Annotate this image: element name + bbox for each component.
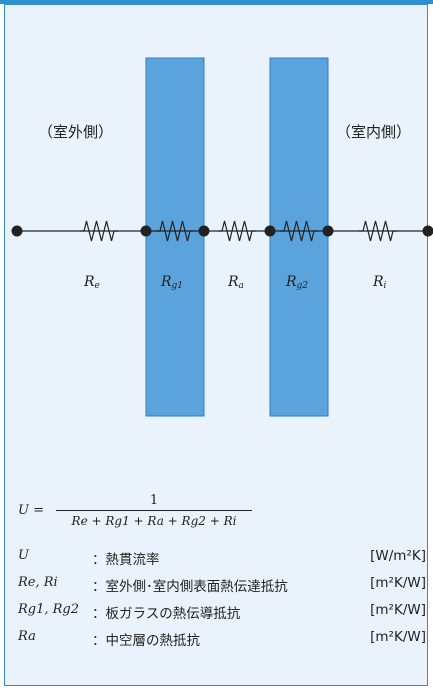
definition-symbol: Ra: [18, 629, 36, 644]
outside-label: （室外側）: [38, 123, 113, 141]
node-inside: [422, 225, 433, 237]
definition-row: Re, Ri ：室外側･室内側表面熱伝達抵抗 [m²K/W]: [18, 575, 426, 602]
equation-fraction: 1 Re + Rg1 + Ra + Rg2 + Ri: [56, 493, 252, 528]
thermal-resistance-diagram: （室外側） （室内側） Re Rg1 Ra Rg2 Ri: [11, 57, 433, 417]
resistor-ri: [359, 220, 397, 242]
fraction-bar: [56, 510, 252, 511]
node-glass2-outer: [264, 225, 276, 237]
definition-unit: [m²K/W]: [370, 602, 426, 618]
label-re: Re: [83, 274, 100, 291]
equation-numerator: 1: [149, 493, 159, 508]
glass-pane-1: [145, 57, 205, 417]
node-outside: [11, 225, 23, 237]
definition-row: U ：熱貫流率 [W/m²K]: [18, 548, 426, 575]
node-glass1-inner: [198, 225, 210, 237]
label-rg2: Rg2: [285, 274, 308, 291]
label-ri: Ri: [372, 274, 387, 291]
node-glass2-inner: [322, 225, 334, 237]
resistor-rg1: [156, 220, 194, 242]
top-accent-bar: [0, 0, 433, 4]
inside-label: （室内側）: [336, 123, 411, 141]
definition-description: ：室外側･室内側表面熱伝達抵抗: [92, 579, 288, 595]
definition-description: ：板ガラスの熱伝導抵抗: [92, 606, 241, 622]
symbol-definitions: U ：熱貫流率 [W/m²K] Re, Ri ：室外側･室内側表面熱伝達抵抗 […: [18, 548, 426, 656]
definition-description: ：中空層の熱抵抗: [92, 633, 200, 649]
definition-symbol: Re, Ri: [18, 575, 58, 590]
glass-pane-2: [269, 57, 329, 417]
resistor-rg2: [280, 220, 318, 242]
equation-denominator: Re + Rg1 + Ra + Rg2 + Ri: [71, 514, 237, 528]
label-rg1: Rg1: [160, 274, 183, 291]
definition-row: Ra ：中空層の熱抵抗 [m²K/W]: [18, 629, 426, 656]
definition-unit: [W/m²K]: [370, 548, 426, 564]
definition-description: ：熱貫流率: [92, 552, 160, 568]
label-ra: Ra: [227, 274, 244, 291]
definition-symbol: U: [18, 548, 29, 563]
definition-unit: [m²K/W]: [370, 575, 426, 591]
definition-symbol: Rg1, Rg2: [18, 602, 80, 617]
equation-lhs: U =: [18, 503, 44, 518]
node-glass1-outer: [140, 225, 152, 237]
definition-unit: [m²K/W]: [370, 629, 426, 645]
diagram-panel: [4, 4, 428, 686]
definition-row: Rg1, Rg2 ：板ガラスの熱伝導抵抗 [m²K/W]: [18, 602, 426, 629]
resistor-ra: [218, 220, 256, 242]
resistor-re: [80, 220, 118, 242]
